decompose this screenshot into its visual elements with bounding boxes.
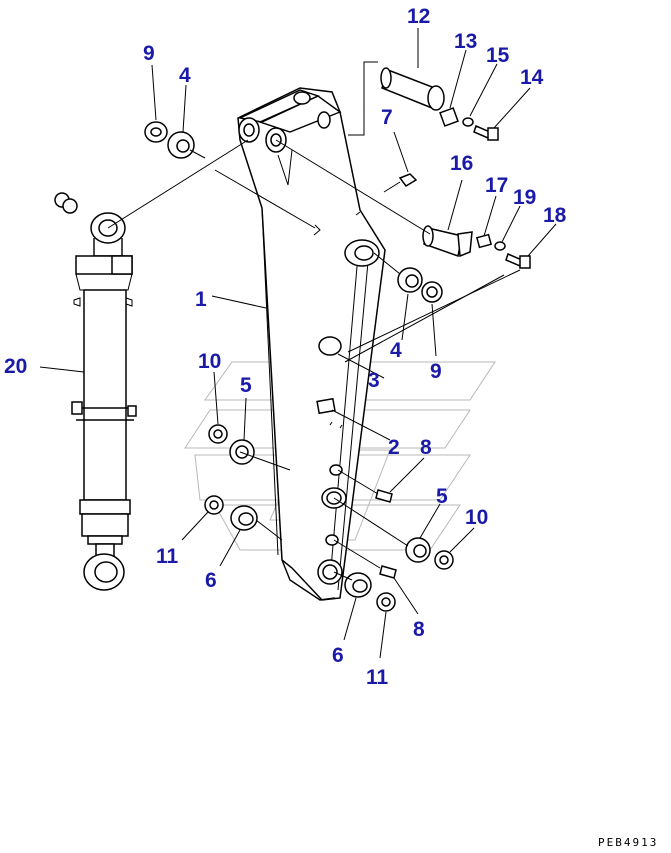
label-4-mid: 4	[390, 339, 402, 362]
label-7: 7	[381, 106, 393, 129]
label-14: 14	[520, 66, 544, 89]
label-9-top: 9	[143, 42, 155, 65]
label-11-left: 11	[156, 545, 179, 568]
part-labels: 12 13 15 14 9 4 7 16 17 19 18 1 4 20 10 …	[4, 5, 567, 689]
label-15: 15	[486, 44, 510, 67]
arm-cylinder	[54, 192, 137, 591]
assembly-lines	[107, 61, 521, 581]
label-3: 3	[368, 369, 380, 392]
label-8-top: 8	[420, 436, 432, 459]
label-20: 20	[4, 355, 27, 378]
label-4-top: 4	[179, 64, 191, 87]
label-6-bottom: 6	[332, 644, 344, 667]
label-10-right: 10	[465, 506, 488, 529]
label-18: 18	[543, 204, 567, 227]
label-16: 16	[450, 152, 473, 175]
label-17: 17	[485, 174, 508, 197]
label-6-left: 6	[205, 569, 217, 592]
label-11-bottom: 11	[366, 666, 389, 689]
label-8-bottom: 8	[413, 618, 425, 641]
label-2: 2	[388, 436, 400, 459]
label-19: 19	[513, 186, 536, 209]
label-12: 12	[407, 5, 430, 28]
label-1: 1	[195, 288, 207, 311]
label-5-right: 5	[436, 485, 448, 508]
drawing-code: PEB4913	[598, 836, 658, 849]
label-9-mid: 9	[430, 360, 442, 383]
leader-lines	[39, 28, 557, 659]
label-5-left: 5	[240, 374, 252, 397]
label-10-left: 10	[198, 350, 221, 373]
small-parts	[144, 67, 531, 612]
label-13: 13	[454, 30, 477, 53]
arm-body	[237, 87, 386, 601]
